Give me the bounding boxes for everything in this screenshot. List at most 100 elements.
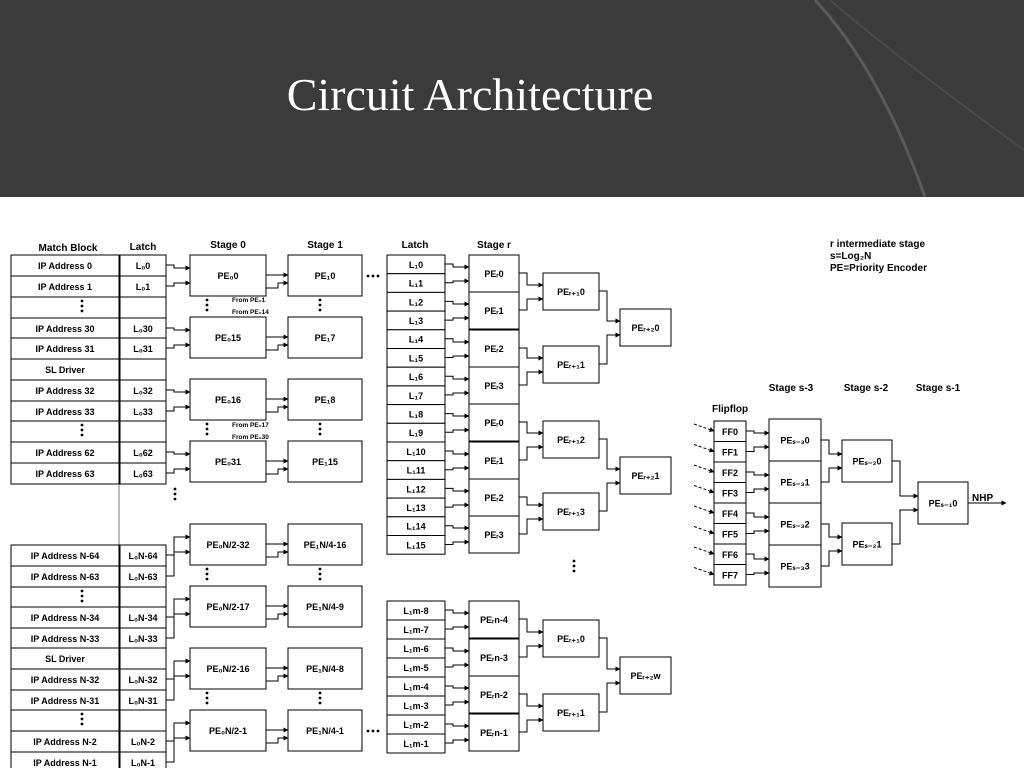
match-ellipsis: [80, 428, 84, 432]
ff-to-s3: [746, 570, 770, 576]
latch-row-label: L₀30: [133, 324, 153, 334]
flipflop-row-label: FF7: [722, 570, 738, 580]
stage0-pe-box: [189, 316, 267, 359]
latch2-to-stage-r: [445, 450, 470, 457]
stage-r-ellipsis: [572, 564, 576, 568]
match-row-box: [10, 751, 120, 768]
latch-to-stage0: [166, 720, 191, 742]
s2-to-s1: [892, 460, 919, 499]
stage1-ellipsis: [318, 691, 322, 695]
stage0-pe-box: [189, 585, 267, 628]
latch-to-stage0: [166, 534, 191, 556]
latch2-row-label: L₁0: [409, 260, 423, 270]
latch2-to-stage-r: [445, 647, 470, 654]
match-row-label: IP Address 1: [38, 282, 92, 292]
stage-r-pe-box: [468, 441, 520, 480]
stage1-pe-label: PE₁8: [315, 395, 336, 405]
stage0-ellipsis: [205, 567, 209, 571]
match-row-box: [10, 462, 120, 485]
latch2-to-stage-r: [445, 427, 470, 433]
stage1-ellipsis: [318, 298, 322, 302]
stage0-to-stage1: [266, 611, 289, 620]
stage-r-bottom-pe-label: PEᵣn-4: [480, 615, 508, 625]
stage-s3-pe-label: PEₛ₋₃0: [780, 436, 809, 446]
latch-to-stage0: [166, 596, 191, 618]
stage-r1-pe-label: PEᵣ₊₁0: [557, 287, 585, 297]
stage-r-to-r1: [519, 369, 544, 386]
stage-r-ellipsis: [572, 559, 576, 563]
latch2-row-label: L₁5: [409, 353, 423, 363]
stage-r-bottom-pe-label: PEᵣn-3: [480, 653, 508, 663]
stage0-pe-box: [189, 523, 267, 566]
match-row-label: IP Address N-32: [31, 675, 100, 685]
latch2-bottom-row-label: L₁m-7: [403, 625, 428, 635]
ff-to-s3: [746, 553, 770, 562]
middle-ellipsis: [173, 492, 177, 496]
stage1-pe-label: PE₁7: [315, 333, 336, 343]
latch2-bottom-row-label: L₁m-8: [403, 606, 428, 616]
latch2-to-stage-r: [445, 375, 470, 382]
latch-row-box: [119, 420, 167, 443]
latch-row-label: L₀N-33: [128, 634, 157, 644]
stage0-ellipsis: [205, 691, 209, 695]
latch-to-stage0: [166, 735, 191, 763]
flipflop-input: [693, 423, 715, 432]
stage-ellipsis: [366, 274, 370, 278]
stage0-to-stage1: [266, 280, 289, 289]
latch-header: Latch: [130, 242, 157, 253]
ff-to-s3: [746, 444, 770, 452]
stage0-to-stage1: [266, 466, 289, 475]
latch-row-label: L₀1: [136, 282, 151, 292]
stage-r2-bottom-pe-label: PEᵣ₊₂w: [630, 671, 661, 681]
latch-row-label: L₀32: [133, 386, 153, 396]
stage1-pe-box: [287, 316, 363, 359]
stage0-ellipsis: [205, 577, 209, 581]
stage-r-pe-box: [468, 478, 520, 517]
match-row-label: IP Address N-63: [31, 572, 100, 582]
stage1-pe-label: PE₁N/4-9: [306, 602, 344, 612]
stage0-ellipsis: [205, 701, 209, 705]
stage-r1-to-r2: [599, 438, 621, 472]
flipflop-row-label: FF3: [722, 488, 738, 498]
stage1-ellipsis: [318, 308, 322, 312]
stage1-ellipsis: [318, 427, 322, 431]
match-row-label: IP Address 62: [35, 448, 94, 458]
stage1-pe-box: [287, 523, 363, 566]
match-ellipsis: [80, 299, 84, 303]
stage-s2-pe-box: [841, 439, 893, 483]
latch2-row-label: L₁15: [406, 540, 425, 550]
stage-s3-header: Stage s-3: [769, 383, 814, 394]
latch2-row-label: L₁8: [409, 409, 423, 419]
latch2-row-label: L₁3: [409, 316, 423, 326]
stage-s1-pe-label: PEₛ₋₁0: [929, 499, 958, 509]
match-row-label: IP Address N-33: [31, 634, 100, 644]
match-row-label: IP Address 30: [35, 324, 94, 334]
latch2-to-stage-r: [445, 525, 470, 531]
s3-to-s2: [821, 548, 843, 567]
stage-r2-pe-box: [619, 456, 672, 495]
latch-to-stage0: [166, 466, 191, 474]
latch2-row-label: L₁14: [406, 522, 425, 532]
stage-r-pe-label: PEᵣ1: [484, 456, 503, 466]
latch2-to-stage-r: [445, 353, 470, 359]
latch2-to-stage-r: [445, 685, 470, 691]
stage0-ellipsis: [205, 432, 209, 436]
stage-r-to-r1: [519, 693, 544, 709]
latch2-to-stage-r: [445, 737, 470, 744]
stage1-pe-box: [287, 585, 363, 628]
latch-row-box: [119, 647, 167, 670]
stage-r1-bottom-pe-box: [542, 693, 600, 732]
latch-row-label: L₀63: [133, 469, 153, 479]
latch2-to-stage-r: [445, 723, 470, 729]
match-ellipsis: [80, 423, 84, 427]
stage-r-to-r1: [519, 444, 544, 461]
stage0-pe-box: [189, 378, 267, 421]
match-ellipsis: [80, 309, 84, 313]
stage-r-to-r1: [519, 643, 544, 658]
stage0-to-stage1: [266, 342, 289, 351]
stage0-ellipsis: [205, 427, 209, 431]
stage-r1-pe-box: [542, 345, 600, 384]
stage0-pe-label: PE₀N/2-1: [209, 726, 247, 736]
from-note: From PE₀30: [232, 434, 269, 441]
latch2-to-stage-r: [445, 502, 470, 508]
